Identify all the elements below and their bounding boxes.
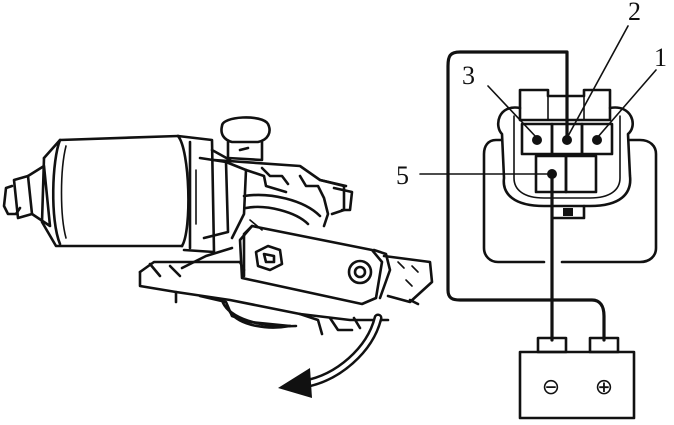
label-pin-2: 2: [628, 0, 641, 26]
battery-positive-label: ⊕: [595, 375, 613, 400]
leader-pin-1: [596, 69, 657, 139]
terminal-3: [532, 135, 542, 145]
motor-connector: [482, 88, 658, 264]
connector-housing-left: [482, 138, 546, 264]
battery-negative-post: [536, 336, 568, 354]
gearbox-housing: [224, 160, 354, 240]
linkage-arm: [238, 224, 434, 306]
callouts: 2 1 3 5: [396, 0, 667, 190]
terminal-1: [592, 135, 602, 145]
crank-nut: [254, 244, 284, 272]
label-pin-5: 5: [396, 161, 409, 190]
label-pin-3: 3: [462, 61, 475, 90]
base-bracket: [138, 246, 390, 336]
pivot-bolt: [347, 259, 373, 285]
connector-housing-right: [560, 138, 658, 264]
wire-terminal-2-to-positive: [446, 50, 606, 342]
motor-body: [40, 134, 190, 248]
leader-pin-2: [566, 25, 629, 139]
battery: ⊖ ⊕: [518, 336, 636, 420]
battery-positive-post: [588, 336, 620, 354]
rotation-direction-arrow: [278, 313, 383, 398]
wiper-motor-assembly: [2, 116, 434, 398]
wiring: [446, 50, 606, 342]
connector-pin-4-cavity: [564, 154, 598, 194]
leader-pin-3: [487, 85, 538, 139]
battery-negative-label: ⊖: [542, 375, 560, 400]
connector-pin-1-cavity: [580, 122, 614, 156]
battery-body: [518, 350, 636, 420]
label-pin-1: 1: [654, 43, 667, 72]
